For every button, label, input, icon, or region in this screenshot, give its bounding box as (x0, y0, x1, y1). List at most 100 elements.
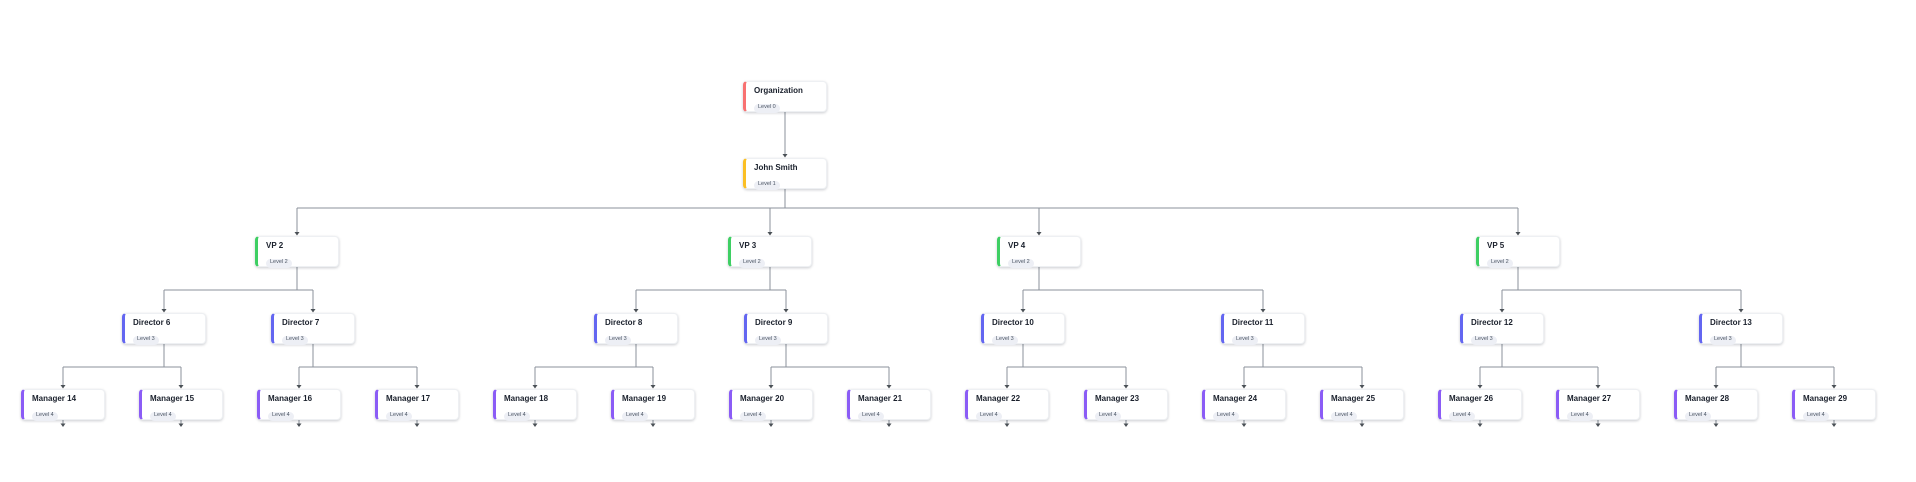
connector-arrow-icon (310, 309, 316, 313)
node-title: VP 5 (1487, 242, 1505, 250)
node-title: Manager 14 (32, 395, 77, 403)
connector-arrow-icon (532, 423, 538, 427)
node-title: Director 10 (992, 319, 1034, 327)
connector-arrow-icon (1241, 423, 1247, 427)
connector-arrow-icon (178, 423, 184, 427)
level-badge: Level 4 (1685, 411, 1711, 421)
node-title: Manager 17 (386, 395, 431, 403)
level-badge: Level 3 (605, 335, 631, 345)
connector-arrow-icon (886, 423, 892, 427)
level-badge: Level 1 (754, 180, 780, 190)
connector-arrow-icon (1036, 232, 1042, 236)
connector-arrow-icon (1241, 385, 1247, 389)
node-title: Manager 15 (150, 395, 195, 403)
connector-arrow-icon (1499, 309, 1505, 313)
node-title: Manager 23 (1095, 395, 1140, 403)
connector-arrow-icon (886, 385, 892, 389)
org-node-manager-17[interactable]: Manager 17 Level 4 (375, 389, 459, 421)
level-badge: Level 3 (992, 335, 1018, 345)
node-title: VP 3 (739, 242, 757, 250)
level-badge: Level 3 (1471, 335, 1497, 345)
connector-arrow-icon (1831, 385, 1837, 389)
level-badge: Level 4 (32, 411, 58, 421)
connector-arrow-icon (1123, 423, 1129, 427)
connector-arrow-icon (650, 385, 656, 389)
org-node-manager-16[interactable]: Manager 16 Level 4 (257, 389, 341, 421)
level-badge: Level 3 (282, 335, 308, 345)
connector-arrow-icon (1260, 309, 1266, 313)
org-node-manager-21[interactable]: Manager 21 Level 4 (847, 389, 931, 421)
level-badge: Level 4 (268, 411, 294, 421)
node-title: Manager 25 (1331, 395, 1376, 403)
connector-arrow-icon (1477, 423, 1483, 427)
node-title: Manager 26 (1449, 395, 1494, 403)
connector-arrow-icon (768, 385, 774, 389)
level-badge: Level 3 (1232, 335, 1258, 345)
connector-arrow-icon (1123, 385, 1129, 389)
org-node-vp-5[interactable]: VP 5 Level 2 (1476, 236, 1560, 268)
level-badge: Level 3 (755, 335, 781, 345)
node-title: VP 2 (266, 242, 284, 250)
connector-arrow-icon (1738, 309, 1744, 313)
org-node-manager-20[interactable]: Manager 20 Level 4 (729, 389, 813, 421)
level-badge: Level 3 (1710, 335, 1736, 345)
level-badge: Level 2 (1487, 258, 1513, 268)
node-title: Manager 16 (268, 395, 313, 403)
node-title: Director 6 (133, 319, 171, 327)
org-node-manager-14[interactable]: Manager 14 Level 4 (21, 389, 105, 421)
node-title: Manager 29 (1803, 395, 1848, 403)
node-title: Manager 24 (1213, 395, 1258, 403)
connector-arrow-icon (767, 232, 773, 236)
level-badge: Level 4 (740, 411, 766, 421)
level-badge: Level 4 (504, 411, 530, 421)
connector-arrow-icon (296, 423, 302, 427)
connector-arrow-icon (783, 309, 789, 313)
org-node-manager-19[interactable]: Manager 19 Level 4 (611, 389, 695, 421)
connector-arrow-icon (1004, 423, 1010, 427)
node-title: Manager 19 (622, 395, 667, 403)
org-node-manager-29[interactable]: Manager 29 Level 4 (1792, 389, 1876, 421)
level-badge: Level 4 (1803, 411, 1829, 421)
node-title: Manager 21 (858, 395, 903, 403)
node-title: Manager 27 (1567, 395, 1612, 403)
org-node-director-10[interactable]: Director 10 Level 3 (981, 313, 1065, 345)
level-badge: Level 4 (858, 411, 884, 421)
node-title: John Smith (754, 164, 798, 172)
level-badge: Level 4 (386, 411, 412, 421)
connector-arrow-icon (414, 423, 420, 427)
connector-arrow-icon (161, 309, 167, 313)
connector-arrow-icon (178, 385, 184, 389)
connector-arrow-icon (633, 309, 639, 313)
node-title: Manager 22 (976, 395, 1021, 403)
connector-arrow-icon (650, 423, 656, 427)
connector-arrow-icon (414, 385, 420, 389)
level-badge: Level 4 (622, 411, 648, 421)
connector-arrow-icon (1004, 385, 1010, 389)
connector-arrow-icon (1359, 385, 1365, 389)
node-title: Manager 20 (740, 395, 785, 403)
connector-arrow-icon (1595, 385, 1601, 389)
connector-arrow-icon (1477, 385, 1483, 389)
